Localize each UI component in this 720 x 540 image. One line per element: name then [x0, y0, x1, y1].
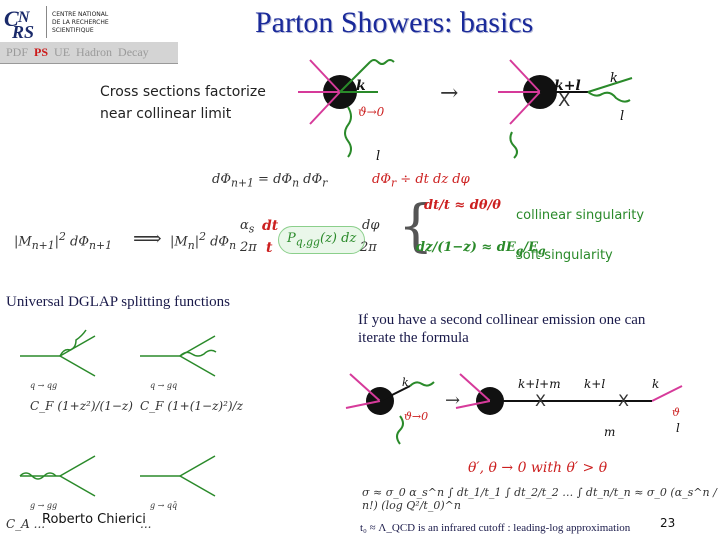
svg-text:k+l+m: k+l+m [518, 377, 561, 391]
splitting-function: Pq,gg(z) dz [278, 226, 366, 254]
second-emission-line-1: If you have a second collinear emission … [358, 312, 646, 328]
svg-text:→: → [440, 81, 458, 106]
page-number: 23 [660, 516, 676, 530]
svg-text:ϑ: ϑ [672, 406, 680, 419]
phase-space-radiation: dΦr ÷ dt dz dφ [372, 172, 470, 190]
two-pi-2: 2π [360, 240, 377, 255]
svg-text:l: l [376, 149, 380, 164]
svg-text:m: m [604, 425, 615, 439]
author: Roberto Chierici [42, 512, 146, 527]
nav-item-decay[interactable]: Decay [118, 45, 149, 59]
svg-text:X: X [535, 391, 546, 410]
second-emission-line-2: iterate the formula [358, 330, 469, 346]
nav-item-hadron[interactable]: Hadron [76, 45, 113, 59]
soft-formula: dz/(1−z) ≈ dEg/Eg [416, 240, 546, 258]
svg-text:l: l [620, 109, 624, 124]
alpha-s: αs [240, 218, 255, 236]
dglap-heading: Universal DGLAP splitting functions [6, 294, 231, 310]
svg-text:C_F (1+z²)/(1−z): C_F (1+z²)/(1−z) [30, 399, 133, 413]
svg-text:→: → [445, 390, 460, 411]
svg-text:N: N [17, 9, 31, 26]
nav-item-ps[interactable]: PS [34, 45, 49, 59]
svg-text:g → qq̄: g → qq̄ [150, 501, 177, 510]
svg-text:k+l: k+l [554, 78, 581, 94]
factorize-line-2: near collinear limit [100, 106, 232, 122]
svg-text:k: k [652, 377, 659, 391]
svg-text:k: k [610, 71, 618, 86]
factorization-rhs: |Mn|2 dΦn [170, 230, 237, 252]
svg-text:ϑ→0: ϑ→0 [358, 105, 385, 119]
nav-item-ue[interactable]: UE [54, 45, 71, 59]
svg-text:q → qg: q → qg [30, 381, 57, 390]
svg-text:ϑ→0: ϑ→0 [404, 410, 428, 423]
t-denominator: t [266, 240, 273, 256]
svg-text:k+l: k+l [584, 377, 605, 391]
soft-label: soft singularity [516, 248, 613, 263]
svg-text:l: l [676, 421, 680, 435]
svg-text:q → gq: q → gq [150, 381, 177, 390]
svg-text:k: k [356, 78, 366, 94]
svg-text:X: X [558, 90, 570, 111]
nav-item-pdf[interactable]: PDF [6, 45, 29, 59]
dglap-diagrams: q → qg q → gq g → gg g → qq̄ C_F (1+z²)/… [6, 329, 244, 531]
svg-text:k: k [402, 376, 409, 389]
collinear-formula: dt/t ≈ dθ/θ [424, 198, 501, 213]
svg-text:g → gg: g → gg [30, 501, 57, 510]
svg-text:X: X [618, 391, 629, 410]
sigma-formula: σ ≈ σ_0 α_s^n ∫ dt_1/t_1 ∫ dt_2/t_2 … ∫ … [362, 486, 717, 512]
factorization-arrow: ⟹ [133, 226, 162, 250]
svg-text:C: C [4, 6, 19, 31]
iterated-emission-diagram: → k ϑ→0 k+l+m X k+l X k m l ϑ [345, 373, 683, 445]
logo-line-3: SCIENTIFIQUE [52, 27, 94, 34]
theta-prime-condition: θ′, θ → 0 with θ′ > θ [468, 460, 608, 476]
svg-text:...: ... [140, 517, 151, 531]
two-pi: 2π [240, 240, 257, 255]
footer-note: t₀ ≈ Λ_QCD is an infrared cutoff : leadi… [360, 522, 631, 534]
cnrs-logo: C N RS CENTRE NATIONAL DE LA RECHERCHE S… [2, 2, 122, 42]
blob-left: k ϑ→0 l [298, 59, 395, 164]
blob-right: k+l X k l [498, 59, 633, 159]
logo-line-2: DE LA RECHERCHE [52, 19, 109, 26]
logo-line-1: CENTRE NATIONAL [52, 11, 109, 18]
brace: { [398, 194, 434, 259]
slide-title: Parton Showers: basics [255, 6, 534, 39]
dt-numerator: dt [262, 218, 279, 234]
svg-text:RS: RS [11, 22, 34, 42]
dphi: dφ [362, 218, 380, 233]
section-nav: PDF PS UE Hadron Decay [0, 42, 178, 64]
collinear-label: collinear singularity [516, 208, 645, 223]
factorize-line-1: Cross sections factorize [100, 84, 266, 100]
collinear-limit-diagram: k ϑ→0 l → k+l X k l [298, 59, 633, 164]
factorization-lhs: |Mn+1|2 dΦn+1 [14, 230, 112, 252]
svg-text:C_F (1+(1−z)²)/z: C_F (1+(1−z)²)/z [140, 399, 244, 413]
svg-text:C_A ...: C_A ... [6, 517, 45, 531]
phase-space-product: dΦn+1 = dΦn dΦr [212, 172, 328, 190]
